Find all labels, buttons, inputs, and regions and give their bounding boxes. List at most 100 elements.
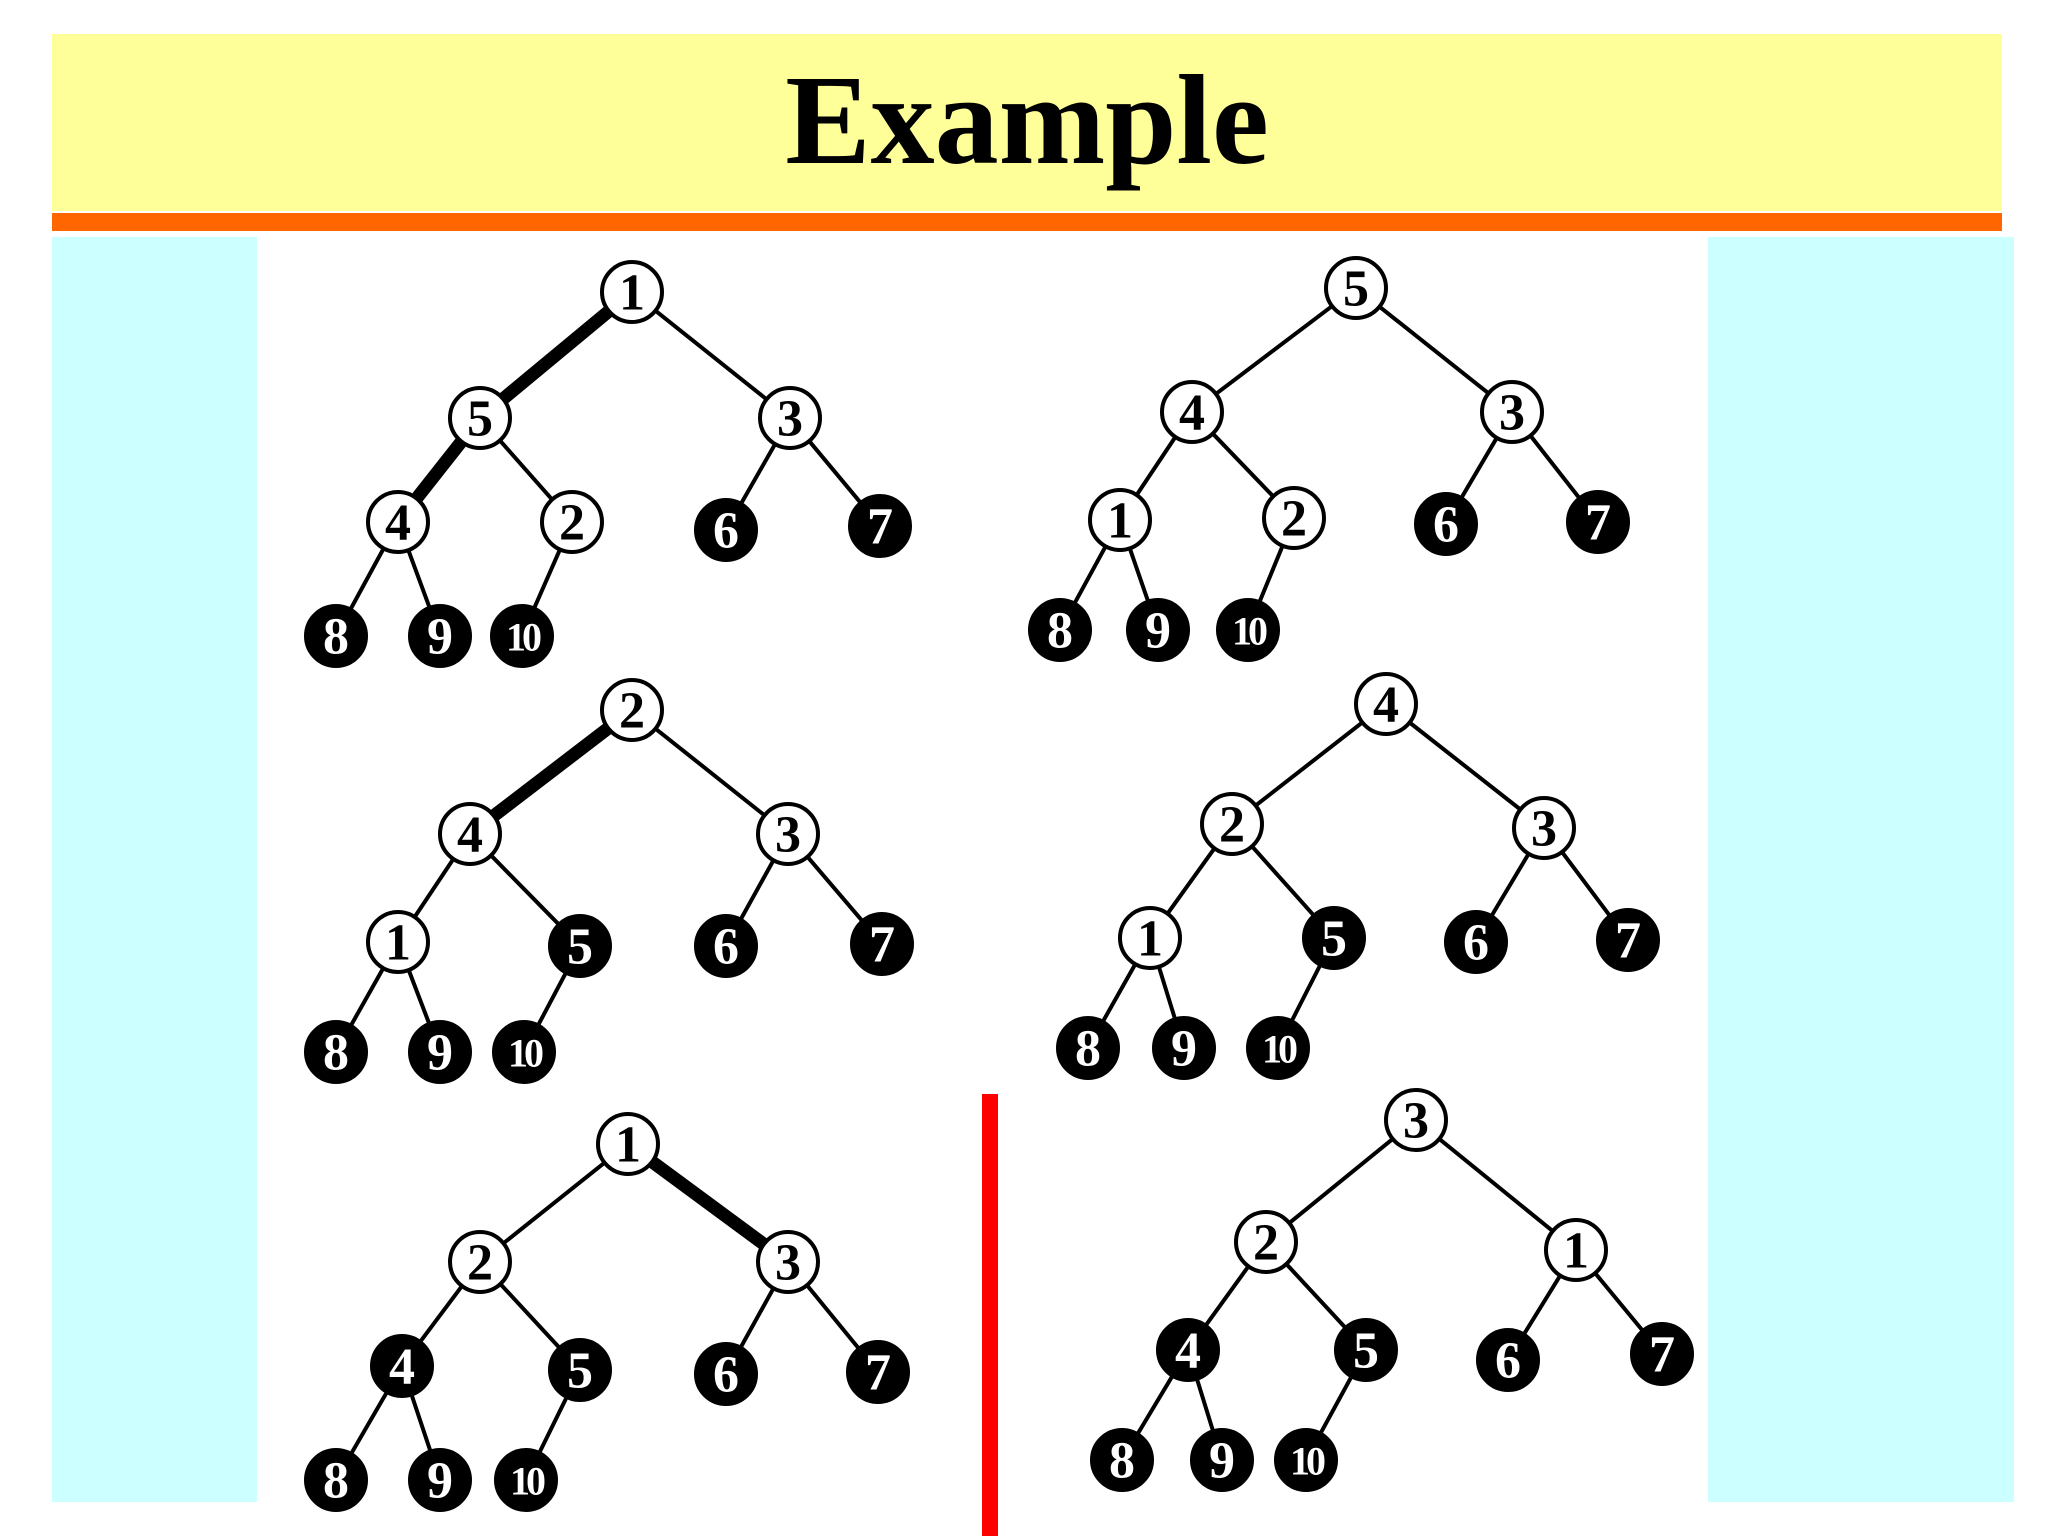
node-label: 6 (1433, 497, 1459, 554)
tree-node: 8 (304, 1020, 368, 1084)
node-label: 9 (427, 1025, 453, 1082)
tree-node: 3 (1480, 380, 1544, 444)
filled-node-circle (1216, 598, 1280, 662)
node-label: 2 (619, 683, 645, 740)
filled-node-circle (490, 604, 554, 668)
filled-node-circle (1090, 1428, 1154, 1492)
tree-node: 7 (846, 1340, 910, 1404)
filled-node-circle (408, 1448, 472, 1512)
filled-node-circle (304, 1020, 368, 1084)
filled-node-circle (494, 1448, 558, 1512)
filled-node-circle (1246, 1016, 1310, 1080)
tree-node: 3 (756, 1230, 820, 1294)
node-label: 4 (1373, 677, 1399, 734)
tree-node: 6 (1476, 1328, 1540, 1392)
filled-node-circle (1126, 598, 1190, 662)
tree-node: 2 (1234, 1210, 1298, 1274)
tree-edge (503, 1161, 605, 1245)
node-label: 3 (775, 807, 801, 864)
tree-node: 6 (694, 914, 758, 978)
tree-edge (1135, 436, 1177, 496)
filled-node-circle (408, 604, 472, 668)
node-label: 9 (427, 609, 453, 666)
open-node-circle (1234, 1210, 1298, 1274)
tree-node: 2 (600, 678, 664, 742)
tree-node: 7 (1630, 1322, 1694, 1386)
tree-edge (532, 549, 562, 609)
tree-node: 7 (1596, 908, 1660, 972)
node-label: 8 (1047, 603, 1073, 660)
node-label: 8 (1109, 1433, 1135, 1490)
page-title: Example (785, 48, 1269, 191)
tree-edge (655, 309, 767, 401)
tree-node: 3 (758, 386, 822, 450)
tree-edge (1255, 721, 1363, 807)
filled-node-circle (1190, 1428, 1254, 1492)
open-node-circle (1262, 486, 1326, 550)
filled-node-circle (304, 1448, 368, 1512)
node-label: 1 (1107, 493, 1133, 550)
filled-node-circle (1152, 1016, 1216, 1080)
highlighted-edge (498, 305, 614, 405)
highlighted-edge (488, 722, 614, 822)
tree-node: 10 (1274, 1428, 1338, 1492)
node-label: 5 (567, 919, 593, 976)
node-label: 3 (1403, 1093, 1429, 1150)
node-label: 5 (1321, 911, 1347, 968)
node-label: 6 (1495, 1333, 1521, 1390)
node-label: 6 (713, 503, 739, 560)
tree-edge (499, 439, 553, 501)
tree-node: 1 (1544, 1218, 1608, 1282)
tree-edge (1522, 1275, 1562, 1335)
tree-edge (739, 443, 777, 505)
tree-edge (413, 858, 455, 918)
node-label: 10 (1290, 1439, 1325, 1484)
node-label: 1 (615, 1117, 641, 1174)
filled-node-circle (548, 914, 612, 978)
filled-node-circle (850, 912, 914, 976)
filled-node-circle (1566, 490, 1630, 554)
tree-edge (407, 550, 431, 608)
open-node-circle (756, 802, 820, 866)
tree-edge (1136, 1375, 1174, 1435)
node-label: 9 (1145, 603, 1171, 660)
node-label: 5 (1343, 261, 1369, 318)
tree-node: 9 (1152, 1016, 1216, 1080)
tree-node: 2 (1262, 486, 1326, 550)
tree-node: 2 (1200, 792, 1264, 856)
tree-node: 8 (1028, 598, 1092, 662)
filled-node-circle (846, 1340, 910, 1404)
node-label: 2 (1281, 491, 1307, 548)
tree-edge (499, 1283, 561, 1349)
tree-edge (410, 1394, 432, 1452)
tree-edge (349, 548, 385, 610)
tree-node: 3 (756, 802, 820, 866)
open-node-circle (438, 802, 502, 866)
tree-node: 5 (548, 1338, 612, 1402)
title-bar: Example (52, 34, 2002, 211)
filled-node-circle (1156, 1318, 1220, 1382)
node-label: 9 (1171, 1021, 1197, 1078)
open-node-circle (366, 910, 430, 974)
filled-node-circle (694, 498, 758, 562)
tree-edge (808, 440, 862, 504)
filled-node-circle (1414, 492, 1478, 556)
tree-node: 9 (1126, 598, 1190, 662)
tree-node: 2 (540, 490, 604, 554)
filled-node-circle (1302, 906, 1366, 970)
node-label: 1 (385, 915, 411, 972)
open-node-circle (1354, 672, 1418, 736)
tree-node: 5 (1302, 906, 1366, 970)
node-label: 5 (467, 391, 493, 448)
node-label: 8 (323, 1453, 349, 1510)
open-node-circle (448, 1230, 512, 1294)
open-node-circle (366, 490, 430, 554)
node-label: 2 (1219, 797, 1245, 854)
tree-node: 1 (596, 1112, 660, 1176)
tree-edge (806, 1284, 860, 1350)
tree-node: 8 (304, 604, 368, 668)
highlighted-edge (411, 436, 467, 504)
